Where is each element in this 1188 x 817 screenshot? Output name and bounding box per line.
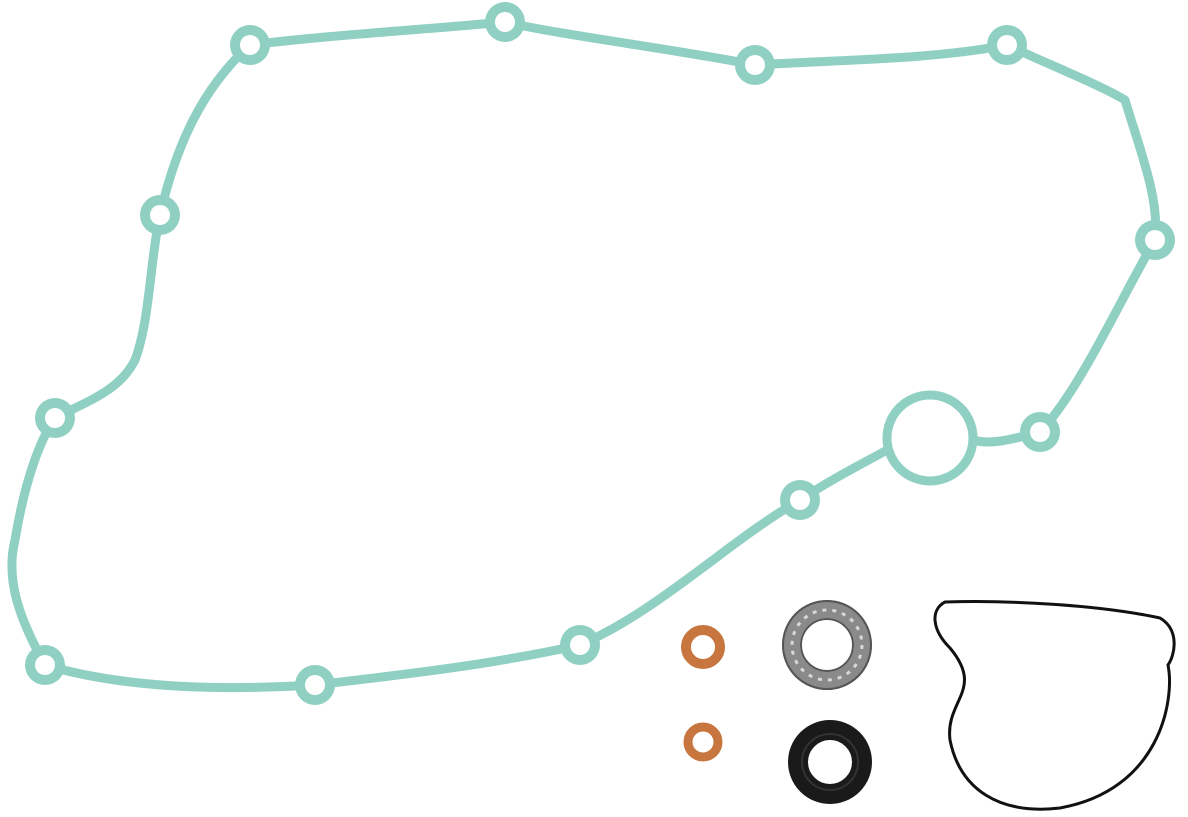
bolt-lug [1135, 220, 1175, 260]
copper-washer [683, 722, 723, 762]
oil-seal [788, 720, 872, 804]
bolt-lug [140, 195, 180, 235]
bolt-lug [35, 398, 75, 438]
large-port-ring [882, 390, 978, 486]
bolt-lug [295, 665, 335, 705]
bolt-lug [780, 480, 820, 520]
bolt-lug [485, 2, 525, 42]
gasket-outline [7, 17, 1161, 693]
bolt-lug [560, 625, 600, 665]
bolt-lug [735, 45, 775, 85]
bolt-lug [1020, 412, 1060, 452]
o-ring [933, 600, 1176, 811]
bolt-lug [987, 25, 1027, 65]
ball-bearing [782, 600, 872, 690]
bolt-lug [25, 645, 65, 685]
bolt-lug [230, 25, 270, 65]
copper-washer [681, 625, 725, 669]
clutch-cover-gasket [7, 2, 1175, 705]
